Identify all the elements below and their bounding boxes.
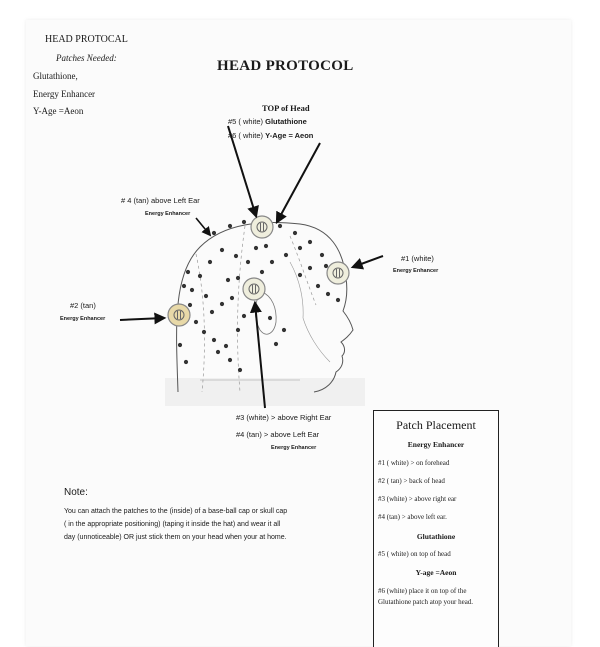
acupoint-dot [259, 269, 265, 275]
placement-item: #2 ( tan) > back of head [378, 477, 445, 485]
acupoint-dot [209, 309, 215, 315]
meridian-line [289, 235, 317, 306]
acupoint-dot [235, 275, 241, 281]
acupoint-dot [292, 230, 298, 236]
acupoint-dot [297, 272, 303, 278]
placement-item: #4 (tan) > above left ear. [378, 513, 447, 521]
patch-placement-title: Patch Placement [396, 418, 476, 432]
patch-2-back [167, 303, 191, 327]
acupoint-dot [335, 297, 341, 303]
acupoint-dot [277, 223, 283, 229]
acupoint-dot [181, 283, 187, 289]
acupoint-dot [307, 265, 313, 271]
label-patch-3: #3 (white) > above Right Ear [236, 413, 332, 422]
patches-needed-label: Patches Needed: [56, 53, 117, 63]
acupoint-dot [211, 337, 217, 343]
acupoint-dot [297, 245, 303, 251]
face-contour [200, 261, 331, 381]
acupoint-dot [177, 342, 183, 348]
note-text: You can attach the patches to the (insid… [64, 508, 288, 542]
acupoint-dot [187, 302, 193, 308]
acupoint-dot [223, 343, 229, 349]
arrow-patch-3 [249, 300, 266, 409]
label-patch-4: # 4 (tan) above Left Ear [121, 196, 200, 205]
glutathione-heading: Glutathione [416, 532, 456, 541]
patch-5-6-top [250, 215, 274, 239]
acupoint-dot [193, 319, 199, 325]
patch-needed-item: Y-Age =Aeon [33, 106, 84, 116]
placement-item: #1 ( white) > on forehead [378, 459, 450, 467]
acupoint-dot [323, 263, 329, 269]
arrow-top-yage [275, 142, 321, 225]
acupoint-dot [233, 253, 239, 259]
acupoint-dot [203, 293, 209, 299]
top-of-head-title: TOP of Head [262, 103, 310, 113]
acupoint-dot [211, 230, 217, 236]
page-title: HEAD PROTOCOL [217, 58, 354, 74]
note-title: Note: [64, 487, 88, 498]
patch-needed-item: Energy Enhancer [33, 89, 96, 99]
patch-placement-box: Patch Placement Energy Enhancer #1 ( whi… [373, 410, 499, 647]
acupoint-dot [219, 301, 225, 307]
acupoint-dot [237, 367, 243, 373]
acupoint-dot [225, 277, 231, 283]
top-of-head-line-6: #6 ( white) Y-Age = Aeon [228, 131, 314, 140]
acupoint-dot [227, 357, 233, 363]
label-patch-4b: #4 (tan) > above Left Ear [236, 430, 320, 439]
acupoint-dot [315, 283, 321, 289]
acupoint-dot [245, 259, 251, 265]
header-small-title: HEAD PROTOCAL [45, 34, 128, 45]
arrow-top-gluta [227, 125, 259, 219]
head-outline [176, 222, 354, 393]
patch-3-4-ear [242, 277, 266, 301]
acupoint-dot [207, 259, 213, 265]
acupoint-dot [229, 295, 235, 301]
label-patch-2: #2 (tan) [70, 301, 96, 310]
acupoint-dot [215, 349, 221, 355]
arrow-patch-2 [119, 312, 167, 325]
meridian-line [237, 225, 246, 393]
acupoint-dot [241, 313, 247, 319]
label-patch-1-sub: Energy Enhancer [393, 268, 439, 274]
patch-1-forehead [326, 261, 350, 285]
acupoint-dot [307, 239, 313, 245]
acupoint-dot [189, 287, 195, 293]
acupoint-dot [241, 219, 247, 225]
acupoint-dot [319, 252, 325, 258]
label-patch-4-sub: Energy Enhancer [145, 211, 191, 217]
acupoint-dot [267, 315, 273, 321]
yage-heading: Y-age =Aeon [415, 568, 457, 577]
acupoint-dot [183, 359, 189, 365]
label-patch-2-sub: Energy Enhancer [60, 316, 106, 322]
arrow-patch-4 [195, 217, 212, 237]
acupoint-dots [177, 219, 341, 373]
acupoint-dot [273, 341, 279, 347]
top-of-head-line-5: #5 ( white) Glutathione [228, 117, 307, 126]
acupoint-dot [235, 327, 241, 333]
label-patch-3-sub: Energy Enhancer [271, 445, 317, 451]
arrow-patch-1 [350, 255, 384, 270]
placement-item: #6 (white) place it on top of the Glutat… [378, 587, 474, 607]
acupoint-dot [197, 273, 203, 279]
placement-item: #5 ( white) on top of head [378, 550, 451, 558]
acupoint-dot [325, 291, 331, 297]
acupoint-dot [185, 269, 191, 275]
acupoint-dot [263, 243, 269, 249]
patch-needed-item: Glutathione, [33, 71, 78, 81]
acupoint-dot [253, 245, 259, 251]
acupoint-dot [283, 252, 289, 258]
placement-item: #3 (white) > above right ear [378, 495, 457, 503]
acupoint-dot [201, 329, 207, 335]
acupoint-dot [227, 223, 233, 229]
energy-enhancer-heading: Energy Enhancer [407, 440, 465, 449]
acupoint-dot [269, 259, 275, 265]
label-patch-1: #1 (white) [401, 254, 434, 263]
acupoint-dot [281, 327, 287, 333]
acupoint-dot [219, 247, 225, 253]
